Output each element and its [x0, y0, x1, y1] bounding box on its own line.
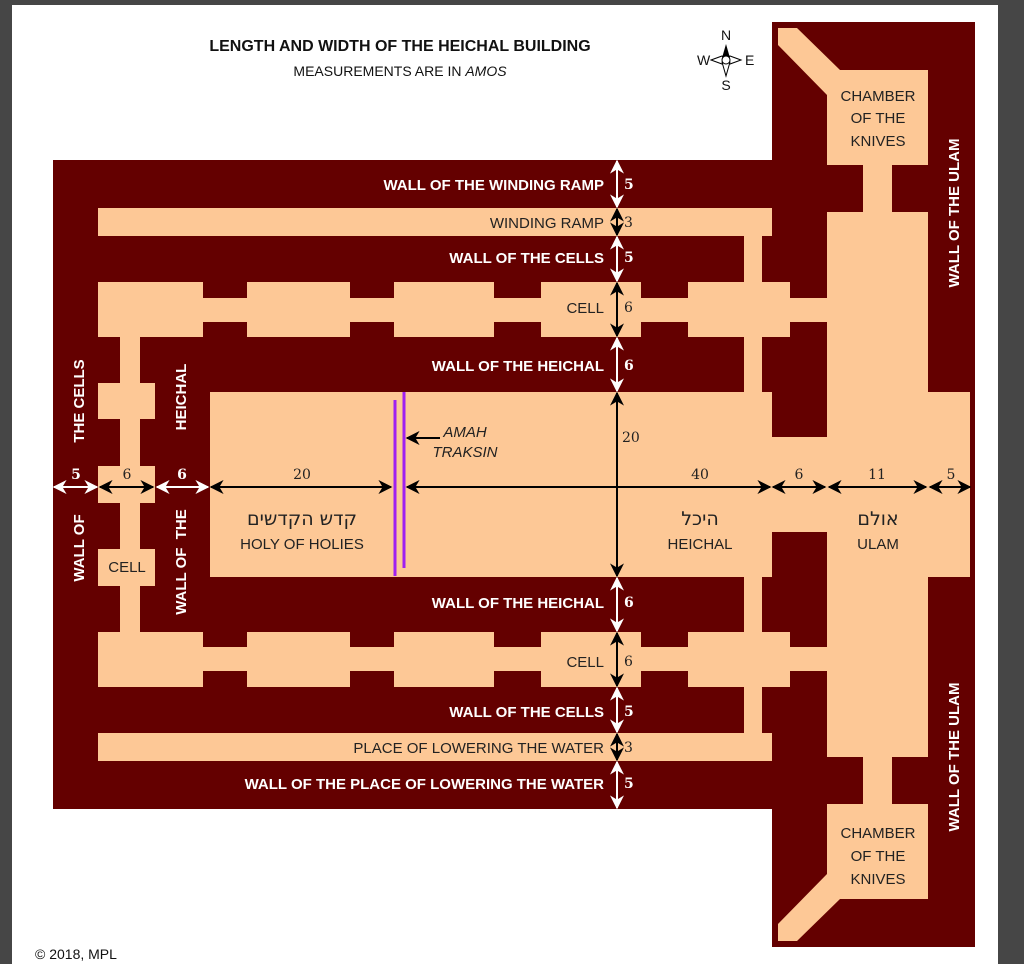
label-heichal: HEICHAL [667, 536, 732, 553]
dim-wall-place-lowering-water: 5 [624, 776, 634, 792]
amah-traksin-label-1: AMAH [442, 424, 487, 441]
label-wall-heichal-north: WALL OF THE HEICHAL [432, 358, 604, 375]
label-wall-place-lowering-water: WALL OF THE PLACE OF LOWERING THE WATER [245, 776, 605, 793]
label-cell-south: CELL [566, 654, 604, 671]
compass-n: N [721, 27, 731, 43]
chamber-of-knives-north [778, 28, 928, 212]
label-wall-heichal-south: WALL OF THE HEICHAL [432, 595, 604, 612]
label-winding-ramp: WINDING RAMP [490, 215, 604, 232]
label-wall-cells-south: WALL OF THE CELLS [449, 704, 604, 721]
copyright: © 2018, MPL [35, 946, 117, 962]
label-wall-winding-ramp: WALL OF THE WINDING RAMP [383, 177, 604, 194]
label-wall-cells-west-b: THE CELLS [71, 359, 88, 442]
cells-north [98, 282, 827, 337]
dim-heichal-width: 20 [622, 430, 640, 446]
diagram-subtitle: MEASUREMENTS ARE IN AMOS [293, 63, 507, 79]
diagram-title: LENGTH AND WIDTH OF THE HEICHAL BUILDING [209, 38, 590, 55]
label-holy-of-holies: HOLY OF HOLIES [240, 536, 364, 553]
subtitle-unit: AMOS [464, 63, 507, 79]
label-chamber-north-2: OF THE [851, 110, 906, 127]
chamber-of-knives-south [778, 757, 928, 941]
ulam-wall-block-north [772, 337, 827, 437]
dim-wall-winding-ramp: 5 [624, 177, 634, 193]
cells-south [98, 632, 827, 687]
dim-cell-south: 6 [624, 654, 633, 670]
dim-cell-north: 6 [624, 300, 633, 316]
label-chamber-south-2: OF THE [851, 848, 906, 865]
compass-w: W [697, 52, 711, 68]
winding-ramp [98, 208, 772, 236]
dim-wall-cells-north: 5 [624, 250, 634, 266]
label-cell-west: CELL [108, 559, 146, 576]
label-chamber-south-3: KNIVES [850, 871, 905, 888]
label-chamber-north-1: CHAMBER [840, 88, 915, 105]
label-wall-cells-north: WALL OF THE CELLS [449, 250, 604, 267]
amah-traksin-label-2: TRAKSIN [432, 444, 497, 461]
ulam-wall-block-south [772, 532, 827, 632]
dim-place-lowering-water: 3 [624, 740, 633, 756]
label-ulam: ULAM [857, 536, 899, 553]
dim-wall-cells-south: 5 [624, 704, 634, 720]
label-place-lowering-water: PLACE OF LOWERING THE WATER [353, 740, 604, 757]
place-of-lowering-water [98, 733, 772, 761]
label-holy-of-holies-hebrew: קדש הקדשים [247, 508, 357, 530]
compass-e: E [745, 52, 754, 68]
compass-icon: N E S W [697, 27, 754, 93]
dim-wall-heichal-west: 6 [177, 467, 187, 483]
dim-winding-ramp: 3 [624, 215, 633, 231]
dim-holy-of-holies: 20 [293, 467, 311, 483]
label-wall-ulam-north: WALL OF THE ULAM [946, 139, 963, 288]
label-wall-heichal-west-a: WALL OF THE [173, 509, 190, 615]
dim-wall-cells-west: 5 [71, 467, 81, 483]
dim-wall-heichal-north: 6 [624, 358, 634, 374]
label-chamber-north-3: KNIVES [850, 133, 905, 150]
dim-wall-heichal-south: 6 [624, 595, 634, 611]
label-wall-heichal-west-b: HEICHAL [173, 364, 190, 431]
label-wall-ulam-south: WALL OF THE ULAM [946, 683, 963, 832]
label-ulam-hebrew: אולם [857, 508, 898, 530]
label-chamber-south-1: CHAMBER [840, 825, 915, 842]
label-heichal-hebrew: היכל [681, 508, 719, 530]
subtitle-prefix: MEASUREMENTS ARE IN [293, 63, 465, 79]
dim-ulam: 11 [868, 467, 886, 483]
dim-cell-west: 6 [123, 467, 132, 483]
dim-wall-ulam: 6 [795, 467, 804, 483]
label-wall-cells-west-a: WALL OF [71, 514, 88, 581]
dim-ulam-east: 5 [947, 467, 956, 483]
dim-heichal: 40 [691, 467, 709, 483]
label-cell-north: CELL [566, 300, 604, 317]
compass-s: S [721, 77, 730, 93]
